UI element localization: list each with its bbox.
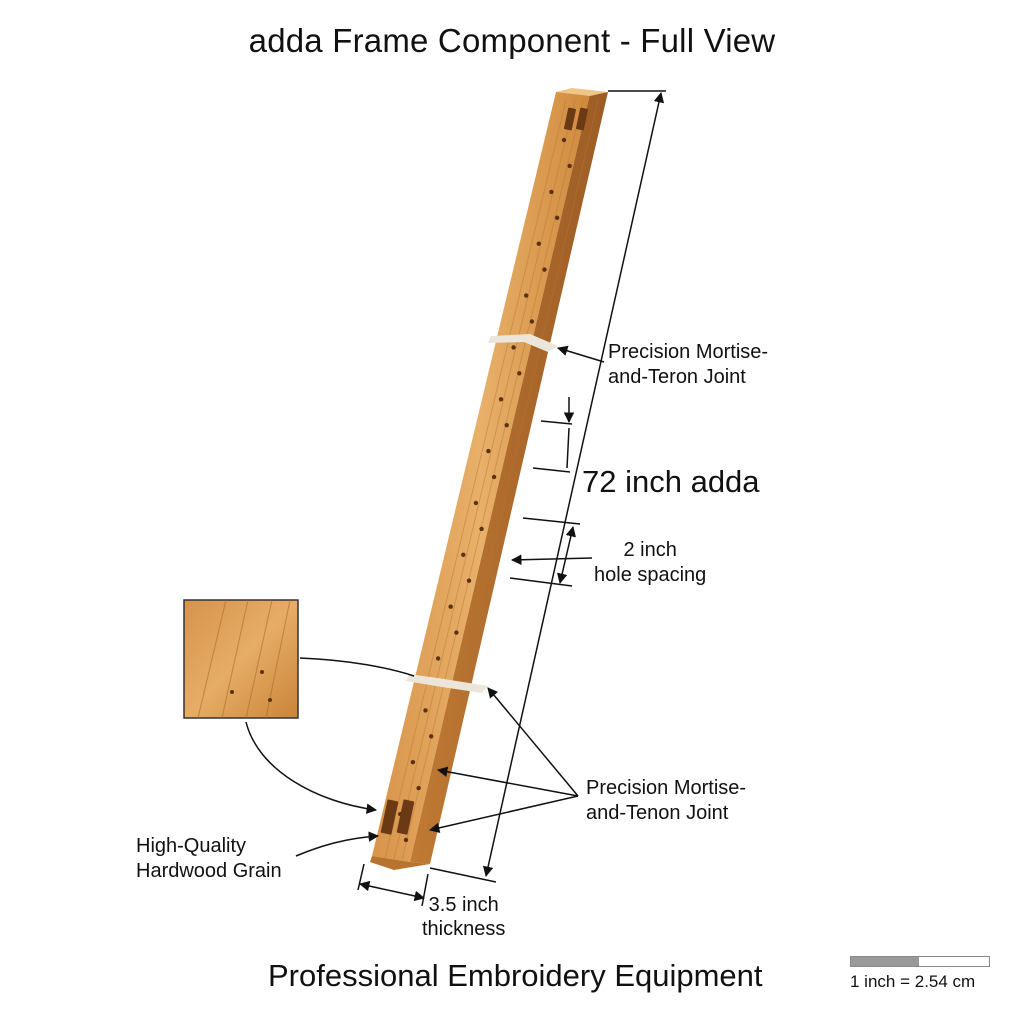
top-joint-label-line-1: Precision Mortise-	[608, 341, 769, 363]
thickness-extension-left	[357, 863, 365, 891]
spacing-tick-3	[522, 517, 581, 525]
bottom-joint-leader-3	[428, 795, 579, 834]
inset-connector-bottom	[245, 721, 378, 814]
hole-spacing-label: 2 inch hole spacing	[594, 538, 706, 588]
scale-bar-fill	[851, 957, 919, 966]
bottom-joint-label-line-1: Precision Mortise-	[586, 777, 747, 799]
scale-bar	[850, 956, 990, 967]
top-joint-label: Precision Mortise- and-Teron Joint	[608, 340, 768, 390]
peg-hole	[529, 319, 535, 324]
peg-hole	[479, 526, 484, 532]
grain-leader	[295, 831, 380, 857]
hole-spacing-label-line-2: hole spacing	[594, 564, 707, 586]
peg-hole	[466, 578, 472, 583]
footer-caption: Professional Embroidery Equipment	[268, 958, 763, 993]
peg-hole	[511, 345, 516, 350]
peg-hole	[517, 371, 522, 376]
beam-bottom-end	[370, 856, 430, 870]
peg-hole	[410, 760, 416, 765]
peg-hole	[461, 552, 466, 557]
peg-hole	[524, 293, 529, 298]
scale-text: 1 inch = 2.54 cm	[850, 972, 976, 991]
thickness-label-line-1: 3.5 inch	[428, 894, 499, 916]
length-dimension-line	[482, 91, 665, 878]
spacing-tick-1	[540, 420, 573, 425]
peg-hole	[486, 448, 491, 454]
length-extension-bottom	[429, 867, 497, 883]
page-title: adda Frame Component - Full View	[248, 22, 776, 59]
adda-beam	[370, 88, 608, 870]
peg-hole	[498, 397, 504, 402]
bottom-joint-label-line-2: and-Tenon Joint	[586, 802, 729, 824]
inset-connector-top	[299, 657, 415, 677]
spacing-arrow-3	[557, 525, 576, 585]
peg-hole	[435, 656, 441, 661]
peg-hole	[473, 500, 479, 506]
peg-hole	[448, 604, 453, 609]
bottom-joint-label: Precision Mortise- and-Tenon Joint	[586, 776, 746, 826]
spacing-tick-4	[509, 577, 573, 587]
bottom-band	[406, 674, 488, 693]
peg-hole	[454, 630, 459, 635]
peg-hole	[429, 734, 434, 739]
spacing-arrow-2	[566, 427, 570, 469]
bottom-joint-leader-1	[487, 687, 579, 797]
thickness-label: 3.5 inch thickness	[422, 893, 505, 941]
thickness-dimension-line	[358, 880, 426, 902]
hole-spacing-label-line-1: 2 inch	[623, 539, 677, 561]
grain-detail-inset	[183, 599, 299, 719]
beam-side-face	[410, 92, 608, 864]
peg-hole	[416, 785, 421, 791]
length-label: 72 inch adda	[582, 464, 760, 499]
peg-hole	[536, 241, 541, 246]
peg-hole	[567, 163, 572, 169]
annotation-lines	[245, 90, 666, 907]
peg-hole	[549, 189, 554, 195]
thickness-label-line-2: thickness	[422, 918, 506, 940]
peg-hole	[561, 137, 567, 143]
peg-hole	[504, 423, 509, 428]
peg-hole	[403, 837, 409, 843]
top-joint-label-line-2: and-Teron Joint	[608, 366, 746, 388]
bottom-mortise	[380, 799, 415, 835]
bottom-joint-leader-2	[436, 766, 579, 797]
peg-hole	[491, 474, 497, 480]
grain-label-line-2: Hardwood Grain	[136, 860, 282, 882]
grain-label: High-Quality Hardwood Grain	[136, 834, 282, 884]
top-joint-leader	[556, 345, 605, 363]
spacing-tick-2	[532, 467, 571, 473]
grain-label-line-1: High-Quality	[136, 835, 247, 857]
spacing-leader	[510, 554, 593, 566]
peg-hole	[542, 267, 547, 272]
peg-hole	[423, 708, 428, 713]
peg-hole	[554, 215, 560, 220]
